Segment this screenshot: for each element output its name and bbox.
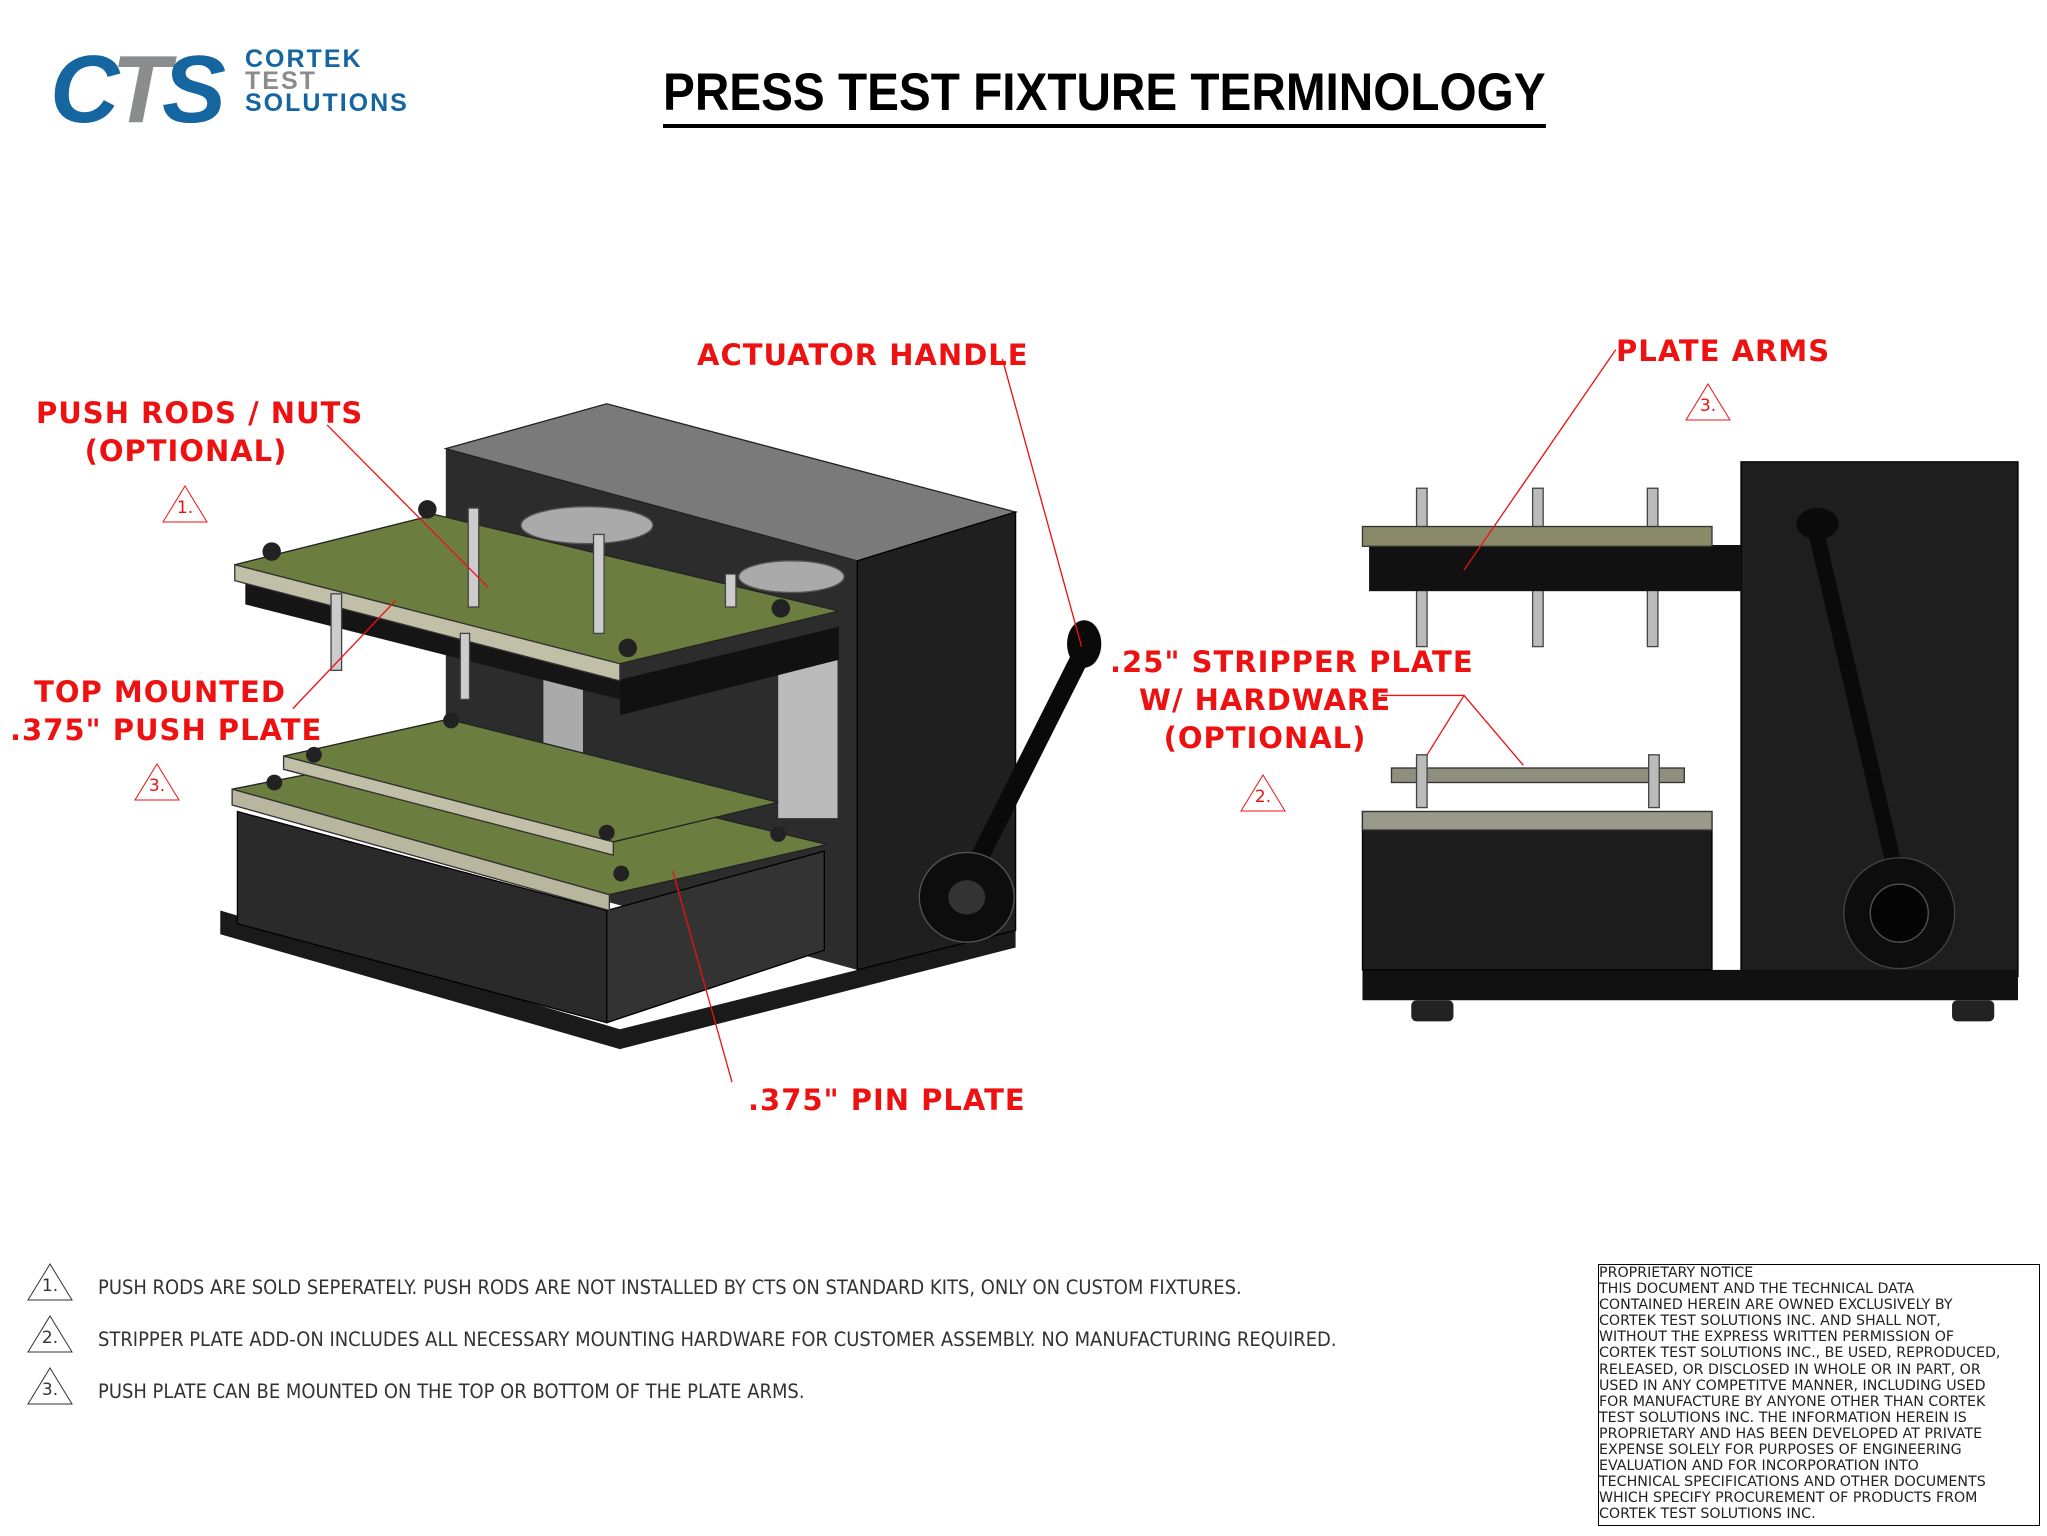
callout-stripper-plate: .25" STRIPPER PLATE W/ HARDWARE (OPTIONA…	[1110, 643, 1474, 757]
notice-line: TECHNICAL SPECIFICATIONS AND OTHER DOCUM…	[1599, 1474, 1986, 1491]
notice-line: CORTEK TEST SOLUTIONS INC., BE USED, REP…	[1599, 1345, 2001, 1362]
note-triangle-icon: 2.	[26, 1314, 74, 1354]
notice-line: CONTAINED HEREIN ARE OWNED EXCLUSIVELY B…	[1599, 1297, 1953, 1314]
notice-line: WITHOUT THE EXPRESS WRITTEN PERMISSION O…	[1599, 1329, 1955, 1346]
notice-line: FOR MANUFACTURE BY ANYONE OTHER THAN COR…	[1599, 1393, 1986, 1410]
ref-triangle-1: 1.	[161, 484, 209, 524]
logo-word: SOLUTIONS	[245, 89, 409, 117]
logo-word: CORTEK	[245, 45, 363, 73]
note-text: STRIPPER PLATE ADD-ON INCLUDES ALL NECES…	[98, 1328, 1337, 1351]
notice-line: USED IN ANY COMPETITVE MANNER, INCLUDING…	[1599, 1377, 1986, 1394]
isometric-press-fixture	[220, 403, 1102, 1050]
callout-line: .25" STRIPPER PLATE	[1110, 645, 1474, 679]
callout-push-rods: PUSH RODS / NUTS (OPTIONAL)	[36, 394, 364, 470]
callout-line: W/ HARDWARE	[1138, 683, 1392, 717]
note-text: PUSH PLATE CAN BE MOUNTED ON THE TOP OR …	[98, 1380, 805, 1403]
side-view-press-fixture	[1361, 461, 2019, 1022]
page-title: PRESS TEST FIXTURE TERMINOLOGY	[663, 62, 1546, 128]
note-triangle-icon: 1.	[26, 1262, 74, 1302]
callout-line: .375" PUSH PLATE	[10, 713, 323, 747]
notice-line: TEST SOLUTIONS INC. THE INFORMATION HERE…	[1599, 1409, 1967, 1426]
notice-line: THIS DOCUMENT AND THE TECHNICAL DATA	[1599, 1281, 1915, 1298]
note-triangle-icon: 3.	[26, 1366, 74, 1406]
callout-pin-plate: .375" PIN PLATE	[748, 1083, 1026, 1117]
note-text: PUSH RODS ARE SOLD SEPERATELY. PUSH RODS…	[98, 1276, 1242, 1299]
callout-line: PUSH RODS / NUTS	[36, 396, 364, 430]
notice-line: PROPRIETARY AND HAS BEEN DEVELOPED AT PR…	[1599, 1425, 1983, 1442]
ref-triangle-3: 3.	[1684, 382, 1732, 422]
ref-triangle-2: 2.	[1239, 773, 1287, 813]
notice-line: CORTEK TEST SOLUTIONS INC.	[1599, 1506, 1816, 1523]
callout-line: (OPTIONAL)	[1163, 721, 1367, 755]
notice-line: EXPENSE SOLELY FOR PURPOSES OF ENGINEERI…	[1599, 1442, 1962, 1459]
callout-plate-arms: PLATE ARMS	[1616, 334, 1831, 368]
callout-actuator-handle: ACTUATOR HANDLE	[697, 338, 1029, 372]
ref-triangle-3: 3.	[133, 762, 181, 802]
proprietary-notice: PROPRIETARY NOTICE THIS DOCUMENT AND THE…	[1598, 1264, 2040, 1526]
callout-line: (OPTIONAL)	[84, 434, 288, 468]
notice-line: EVALUATION AND FOR INCORPORATION INTO	[1599, 1458, 1919, 1475]
callout-line: TOP MOUNTED	[34, 675, 286, 709]
cts-logo-wordmark: CORTEK TEST SOLUTIONS	[245, 45, 409, 117]
notice-line: CORTEK TEST SOLUTIONS INC. AND SHALL NOT…	[1599, 1313, 1941, 1330]
leader-lines	[292, 349, 1617, 1083]
cts-logo-letters: CTS	[50, 36, 226, 143]
logo-word: TEST	[245, 67, 317, 95]
notice-line: RELEASED, OR DISCLOSED IN WHOLE OR IN PA…	[1599, 1361, 1981, 1378]
notice-line: PROPRIETARY NOTICE	[1599, 1265, 1754, 1281]
notice-line: WHICH SPECIFY PROCUREMENT OF PRODUCTS FR…	[1599, 1490, 1978, 1507]
callout-top-mounted-push-plate: TOP MOUNTED .375" PUSH PLATE	[10, 673, 323, 749]
